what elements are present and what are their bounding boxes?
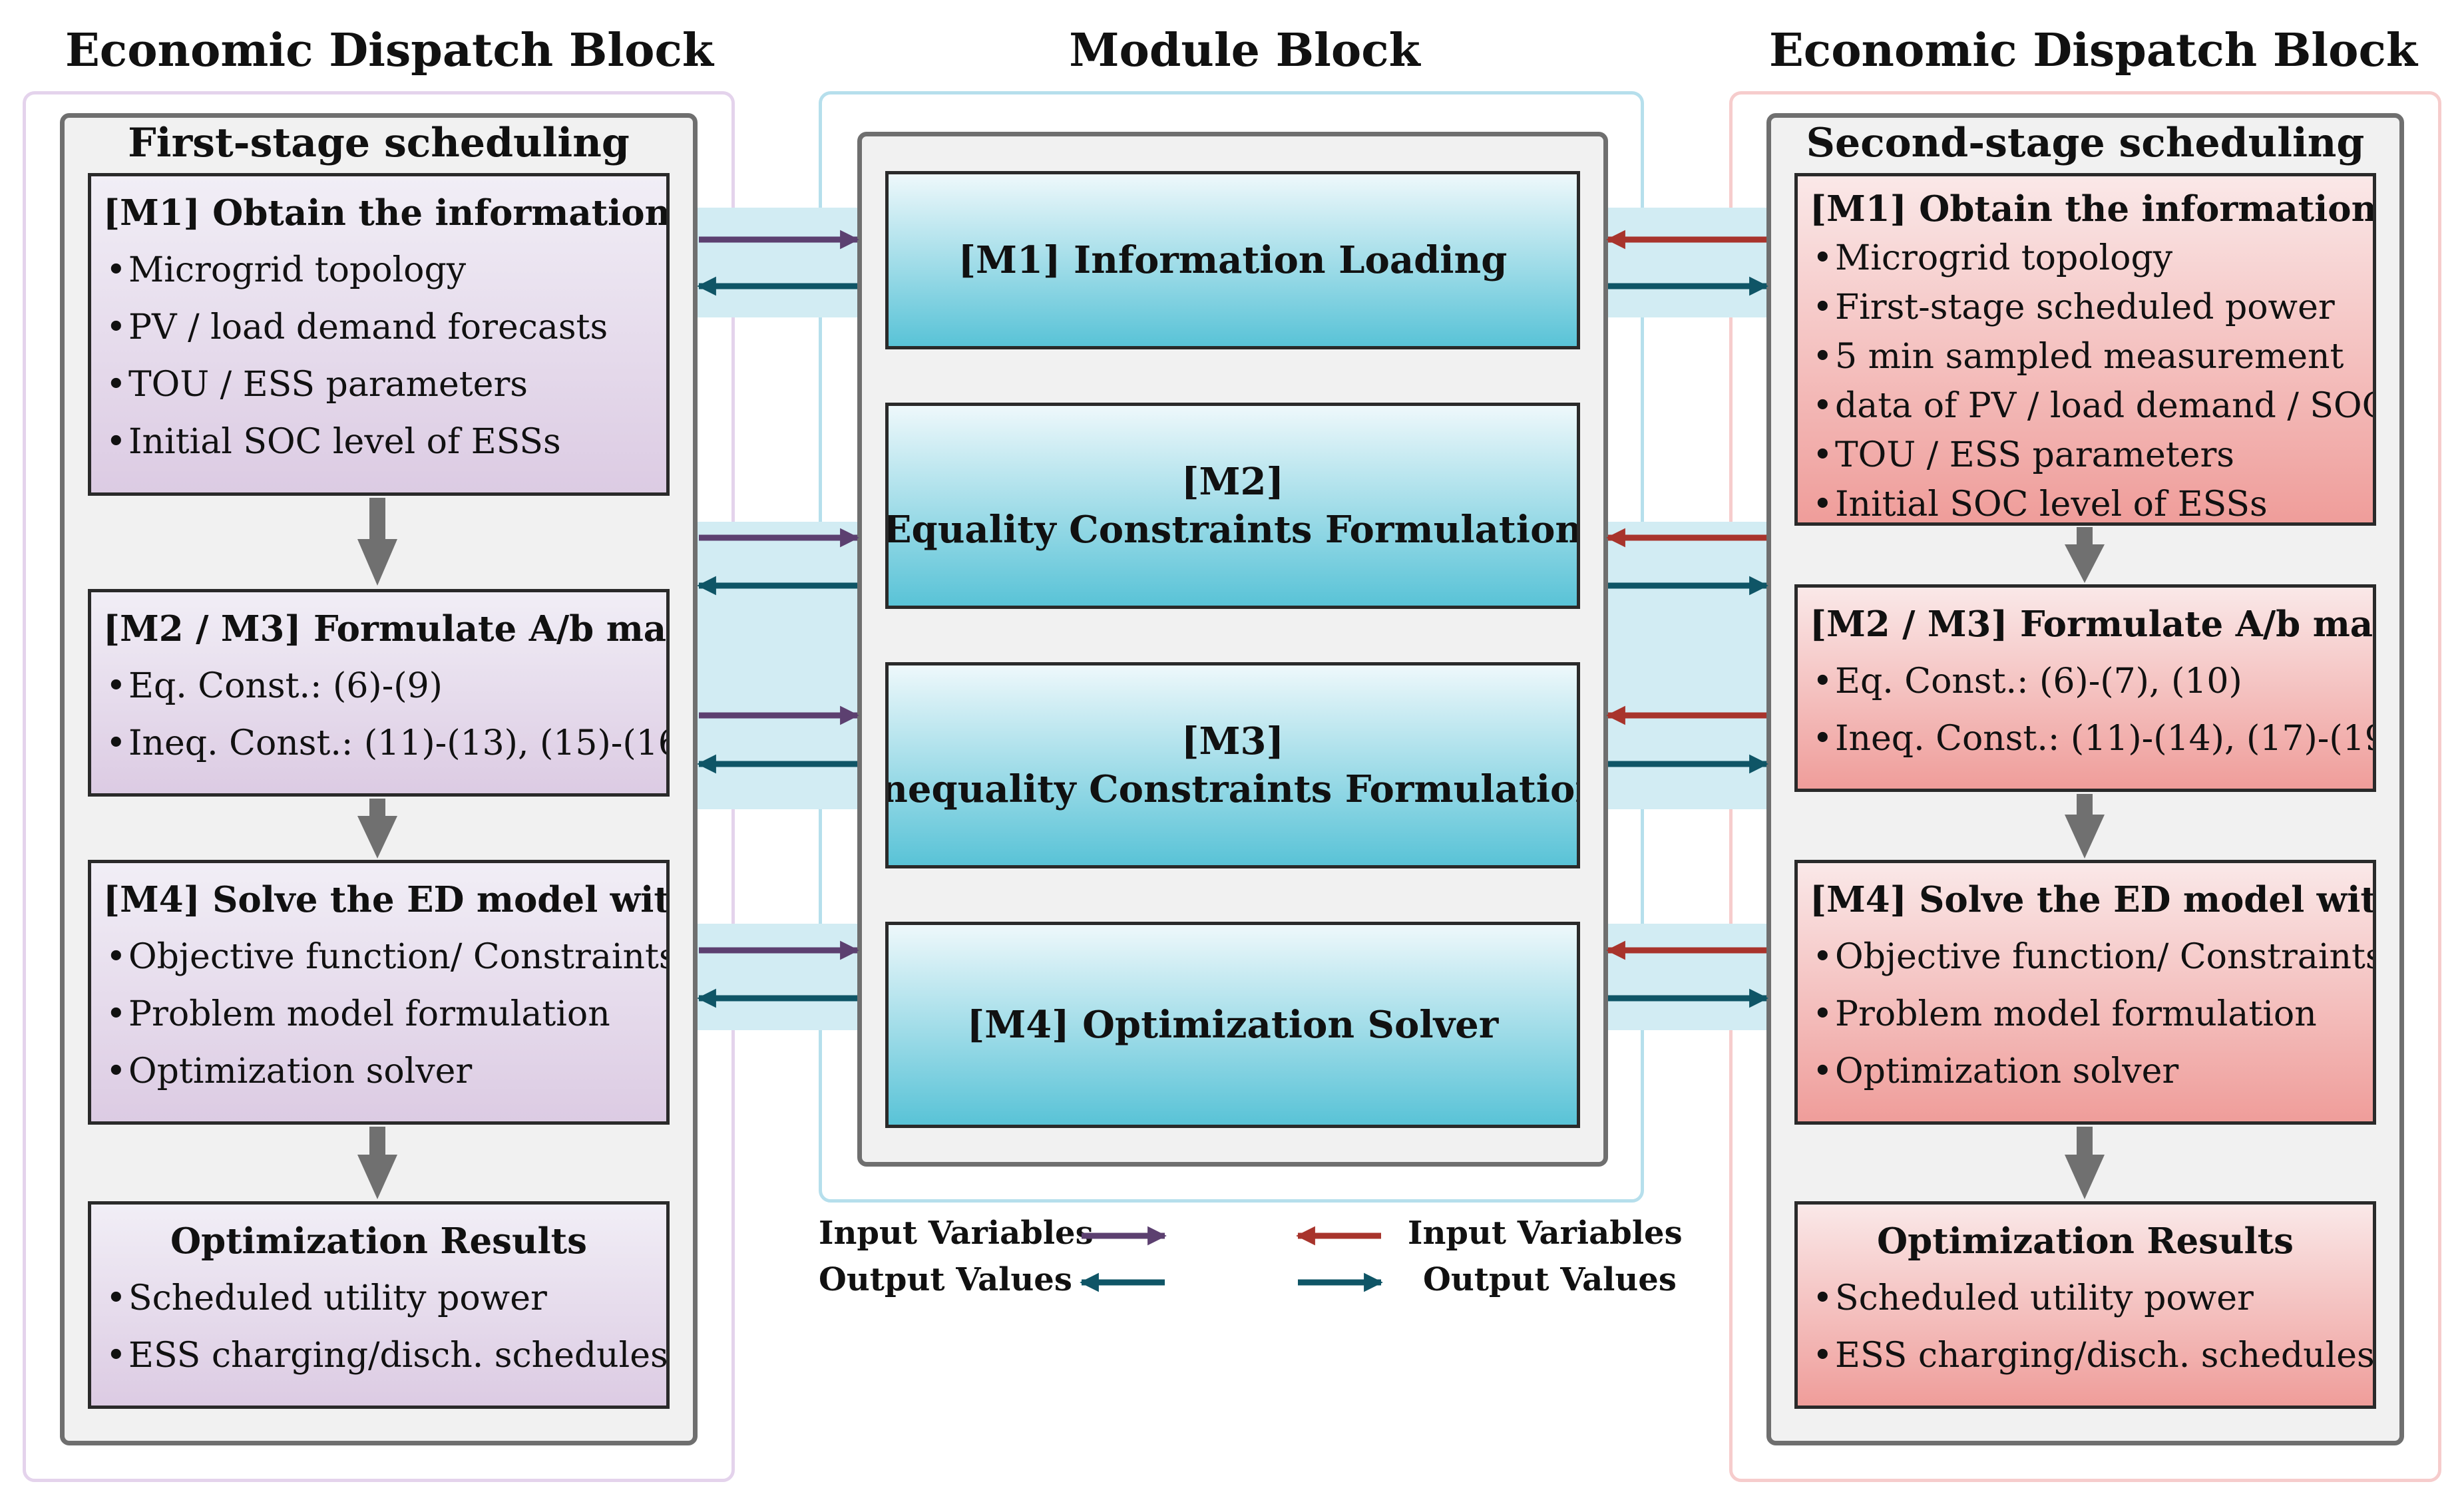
legend-right-output-label: Output Values [1423,1261,1677,1298]
module-m2-box: [M2] Equality Constraints Formulation [885,403,1580,609]
band-right-m4 [1605,924,1768,1030]
legend-right-input-label: Input Variables [1408,1215,1683,1252]
left-results-box: Optimization Results Scheduled utility p… [88,1201,670,1409]
list-item: ESS charging/disch. schedules [1810,1327,2373,1384]
left-stage-title: First-stage scheduling [128,120,630,166]
right-m1-heading: [M1] Obtain the information on [1810,188,2376,230]
band-left-m4 [696,924,859,1030]
list-item: TOU / ESS parameters [103,356,654,413]
list-item: Problem model formulation [1810,986,2361,1043]
module-m3-box: [M3] Inequality Constraints Formulation [885,662,1580,868]
right-m23-heading: [M2 / M3] Formulate A/b mat. of [1810,604,2373,645]
left-m1-heading: [M1] Obtain the information on [103,192,670,234]
right-m4-box: [M4] Solve the ED model with Objective f… [1794,860,2376,1125]
flow-arrow-left-1 [357,498,397,586]
module-m4-box: [M4] Optimization Solver [885,922,1580,1128]
list-item: Objective function/ Constraints [1810,928,2373,986]
list-item-continuation-text: data of PV / load demand / SOC [1835,386,2376,427]
center-block-title: Module Block [1069,24,1420,77]
right-stage-title: Second-stage scheduling [1806,120,2365,166]
list-item: Ineq. Const.: (11)-(13), (15)-(16) [103,715,666,772]
flow-arrow-right-2 [2065,794,2105,858]
right-results-box: Optimization Results Scheduled utility p… [1794,1201,2376,1409]
list-item: Eq. Const.: (6)-(7), (10) [1810,653,2361,710]
list-item: Initial SOC level of ESSs [103,413,654,471]
band-left-m1 [696,208,859,317]
left-block-title: Economic Dispatch Block [65,24,714,77]
list-item: Optimization solver [1810,1043,2361,1100]
left-m23-heading: [M2 / M3] Formulate A/b mat. of [103,608,667,650]
module-m2-tag: [M2] [1181,460,1284,504]
list-item: Scheduled utility power [1810,1270,2361,1327]
list-item: PV / load demand forecasts [103,299,654,356]
module-m1-label: [M1] Information Loading [958,238,1508,282]
left-m4-heading: [M4] Solve the ED model with [103,879,670,920]
list-item: Microgrid topology [1810,234,2361,283]
left-m4-box: [M4] Solve the ED model with Objective f… [88,860,670,1125]
left-m1-box: [M1] Obtain the information on Microgrid… [88,173,670,496]
module-m2-label: Equality Constraints Formulation [885,508,1580,552]
flow-arrow-right-1 [2065,527,2105,583]
flow-arrow-left-2 [357,799,397,858]
module-m1-box: [M1] Information Loading [885,171,1580,349]
list-item: Problem model formulation [103,986,654,1043]
list-item: Ineq. Const.: (11)-(14), (17)-(19) [1810,710,2373,767]
list-item: TOU / ESS parameters [1810,431,2361,480]
list-item: ESS charging/disch. schedules [103,1327,666,1384]
list-item: Microgrid topology [103,242,654,299]
module-m3-tag: [M3] [1181,719,1284,763]
left-m23-box: [M2 / M3] Formulate A/b mat. of Eq. Cons… [88,589,670,797]
right-m1-box: [M1] Obtain the information on Microgrid… [1794,173,2376,526]
list-item: First-stage scheduled power [1810,283,2361,332]
module-m4-label: [M4] Optimization Solver [966,1003,1499,1047]
list-item: Objective function/ Constraints [103,928,666,986]
legend-left-output-label: Output Values [819,1261,1072,1298]
module-m3-label: Inequality Constraints Formulation [885,767,1580,811]
list-item: 5 min sampled measurement [1810,332,2361,381]
flow-arrow-right-3 [2065,1127,2105,1199]
list-item-continuation: data of PV / load demand / SOC [1810,381,2373,431]
left-results-heading: Optimization Results [170,1221,588,1262]
list-item: Initial SOC level of ESSs [1810,480,2361,522]
list-item: Scheduled utility power [103,1270,654,1327]
right-m23-box: [M2 / M3] Formulate A/b mat. of Eq. Cons… [1794,584,2376,792]
band-right-m1 [1605,208,1768,317]
list-item: Eq. Const.: (6)-(9) [103,658,654,715]
right-m4-heading: [M4] Solve the ED model with [1810,879,2376,920]
right-results-heading: Optimization Results [1876,1221,2294,1262]
right-block-title: Economic Dispatch Block [1768,24,2418,77]
list-item: Optimization solver [103,1043,654,1100]
legend-left-input-label: Input Variables [819,1215,1094,1252]
flow-arrow-left-3 [357,1127,397,1199]
